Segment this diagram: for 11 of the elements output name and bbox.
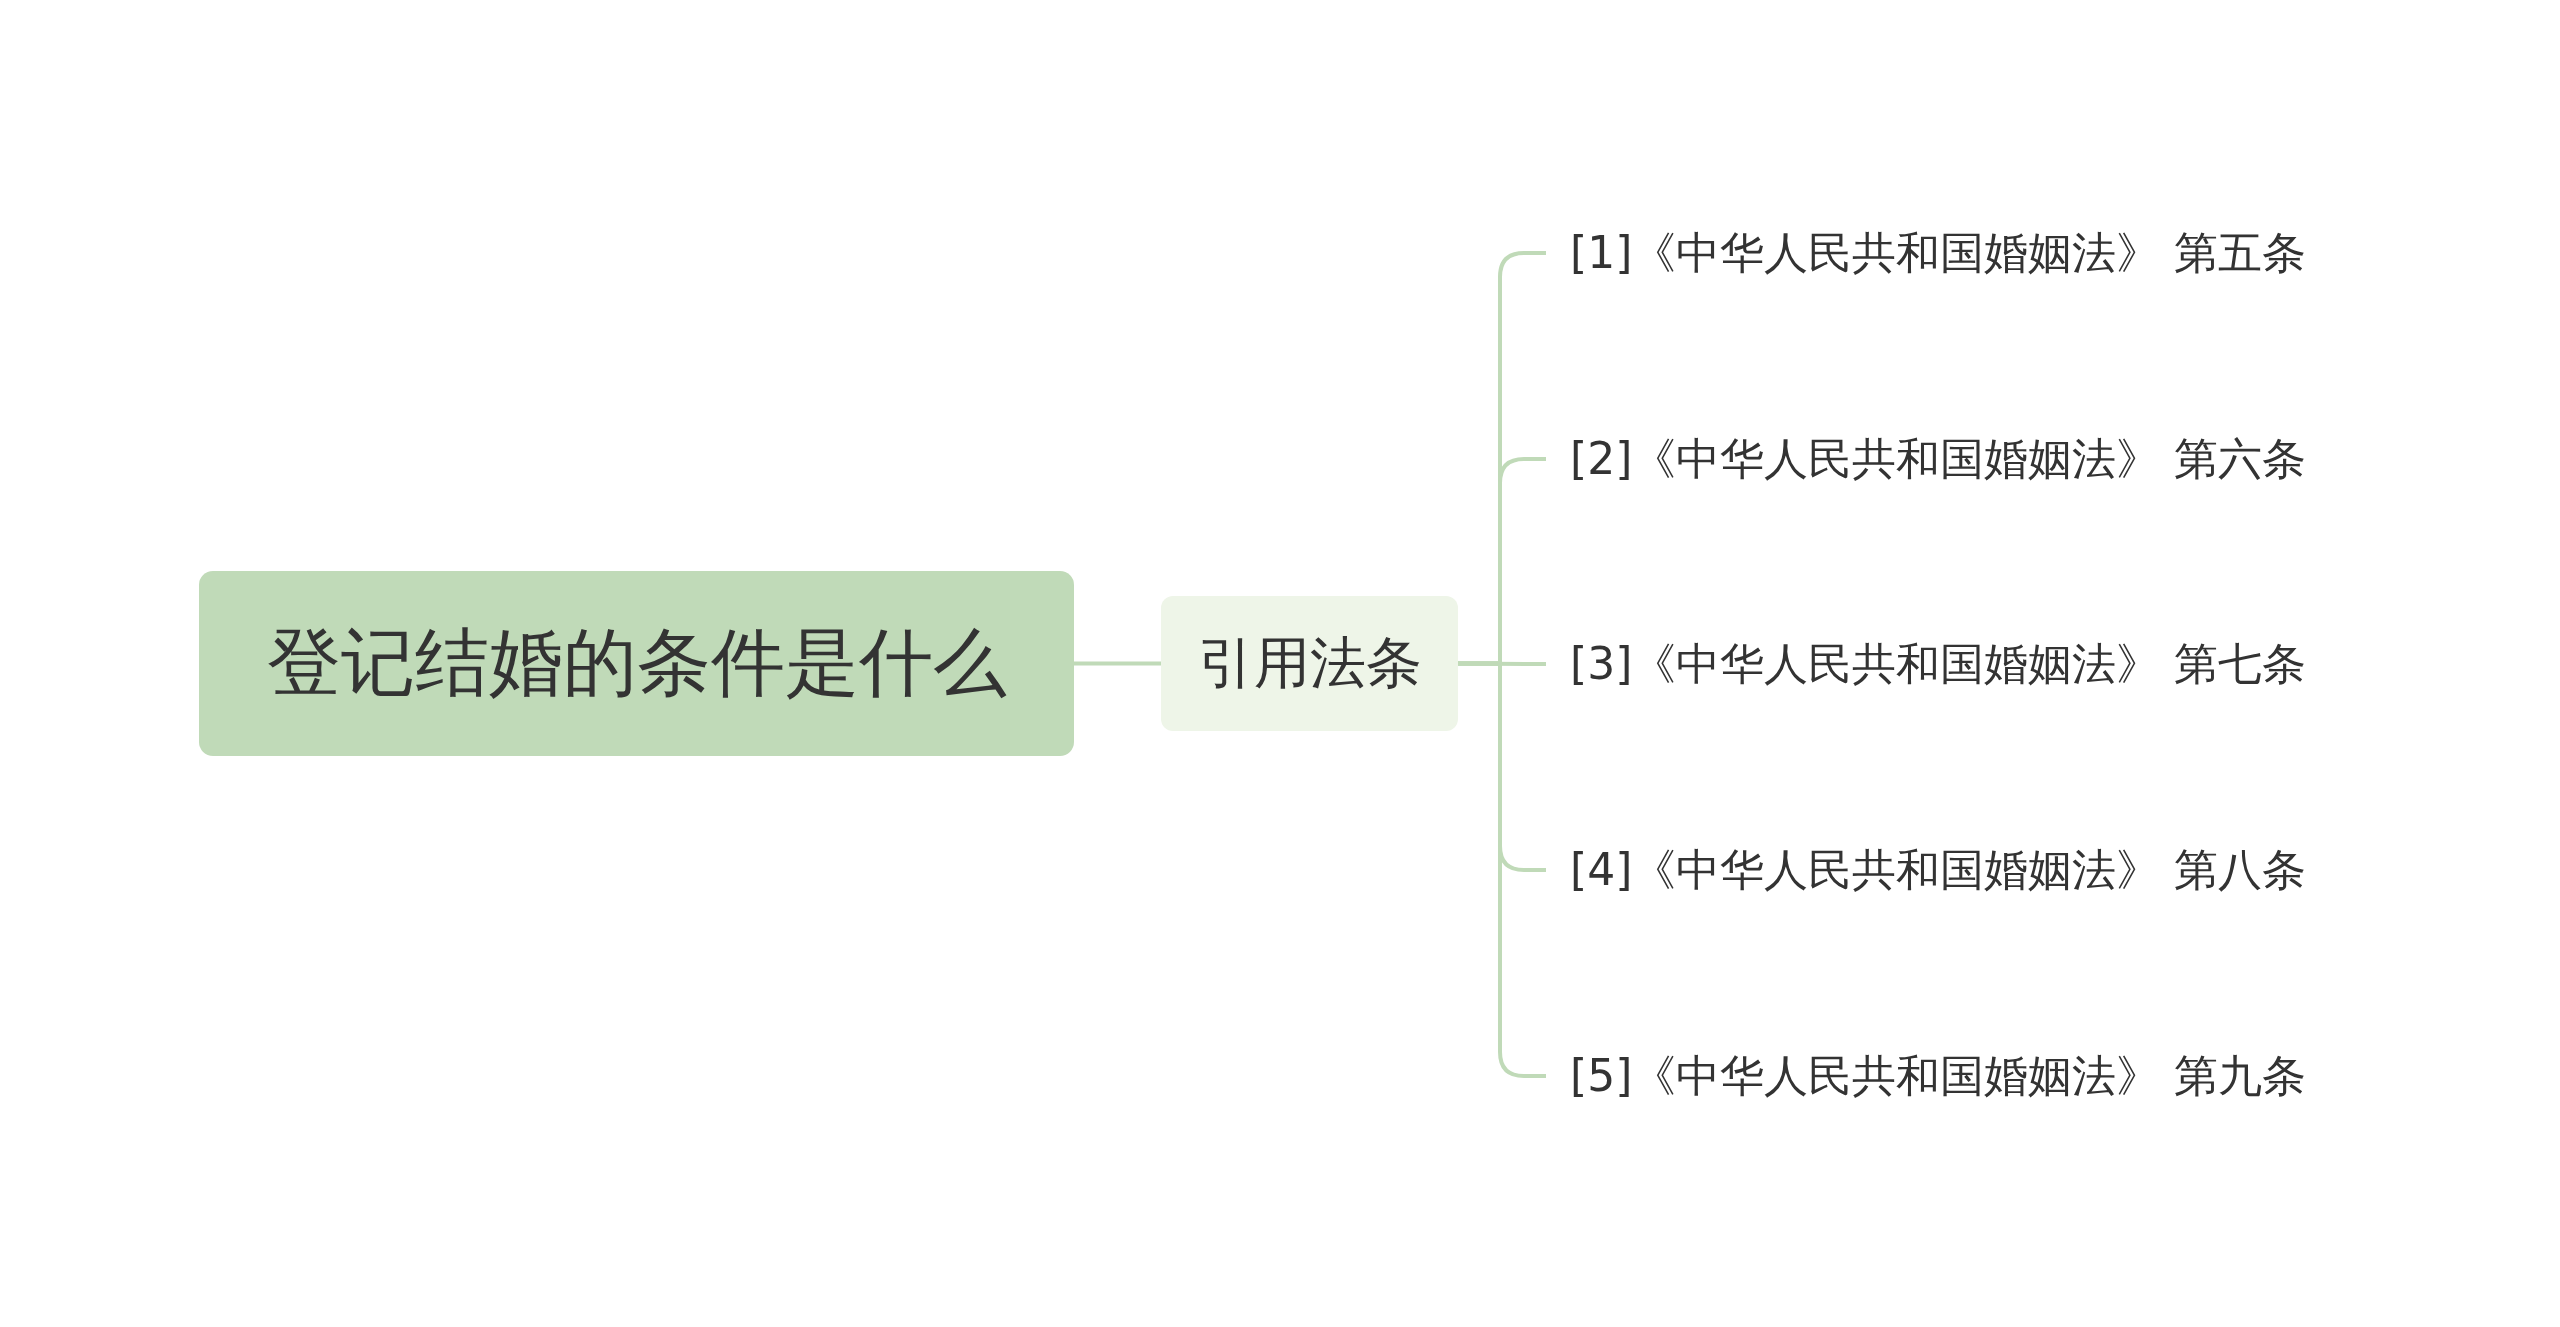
topic-text: 引用法条 bbox=[1197, 628, 1422, 697]
citation-text: [3]《中华人民共和国婚姻法》 第七条 bbox=[1570, 636, 2307, 691]
connector-line bbox=[1074, 661, 1161, 666]
topic-text: 登记结婚的条件是什么 bbox=[266, 617, 1007, 707]
citation-text: [1]《中华人民共和国婚姻法》 第五条 bbox=[1570, 225, 2307, 280]
citation-text: [5]《中华人民共和国婚姻法》 第九条 bbox=[1570, 1048, 2307, 1103]
topic-box bbox=[199, 571, 1074, 756]
citation-text: [4]《中华人民共和国婚姻法》 第八条 bbox=[1570, 842, 2307, 897]
connector-line bbox=[1458, 661, 1546, 1078]
subtopic-box bbox=[1161, 596, 1458, 731]
citation-text: [2]《中华人民共和国婚姻法》 第六条 bbox=[1570, 431, 2307, 486]
